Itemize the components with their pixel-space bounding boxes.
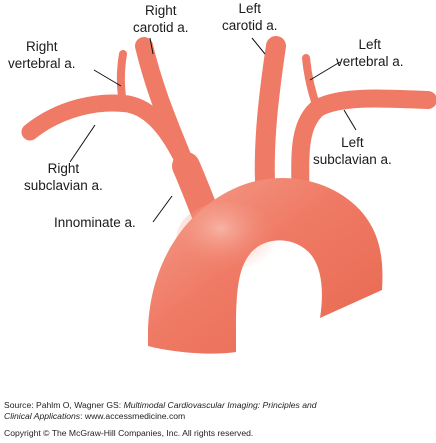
- aortic-arch-diagram: [21, 36, 436, 354]
- aortic-arch-highlight: [176, 202, 276, 278]
- source-caption: Source: Pahlm O, Wagner GS: Multimodal C…: [4, 400, 317, 410]
- copyright-notice: Copyright © The McGraw-Hill Companies, I…: [4, 428, 254, 438]
- leader-right-subclavian: [69, 124, 96, 163]
- leader-left-carotid: [251, 37, 266, 55]
- leader-left-vertebral: [309, 61, 341, 81]
- source-caption-line2: Clinical Applications: www.accessmedicin…: [4, 411, 186, 421]
- right-vertebral-artery: [116, 50, 128, 112]
- label-innominate: Innominate a.: [54, 215, 136, 230]
- leader-lines: [69, 37, 357, 223]
- left-vertebral-artery: [302, 54, 322, 114]
- aortic-arch: [148, 178, 383, 354]
- leader-left-subclavian: [343, 109, 357, 131]
- leader-right-vertebral: [93, 69, 122, 87]
- leader-right-carotid: [149, 37, 154, 55]
- leader-innominate: [152, 195, 173, 223]
